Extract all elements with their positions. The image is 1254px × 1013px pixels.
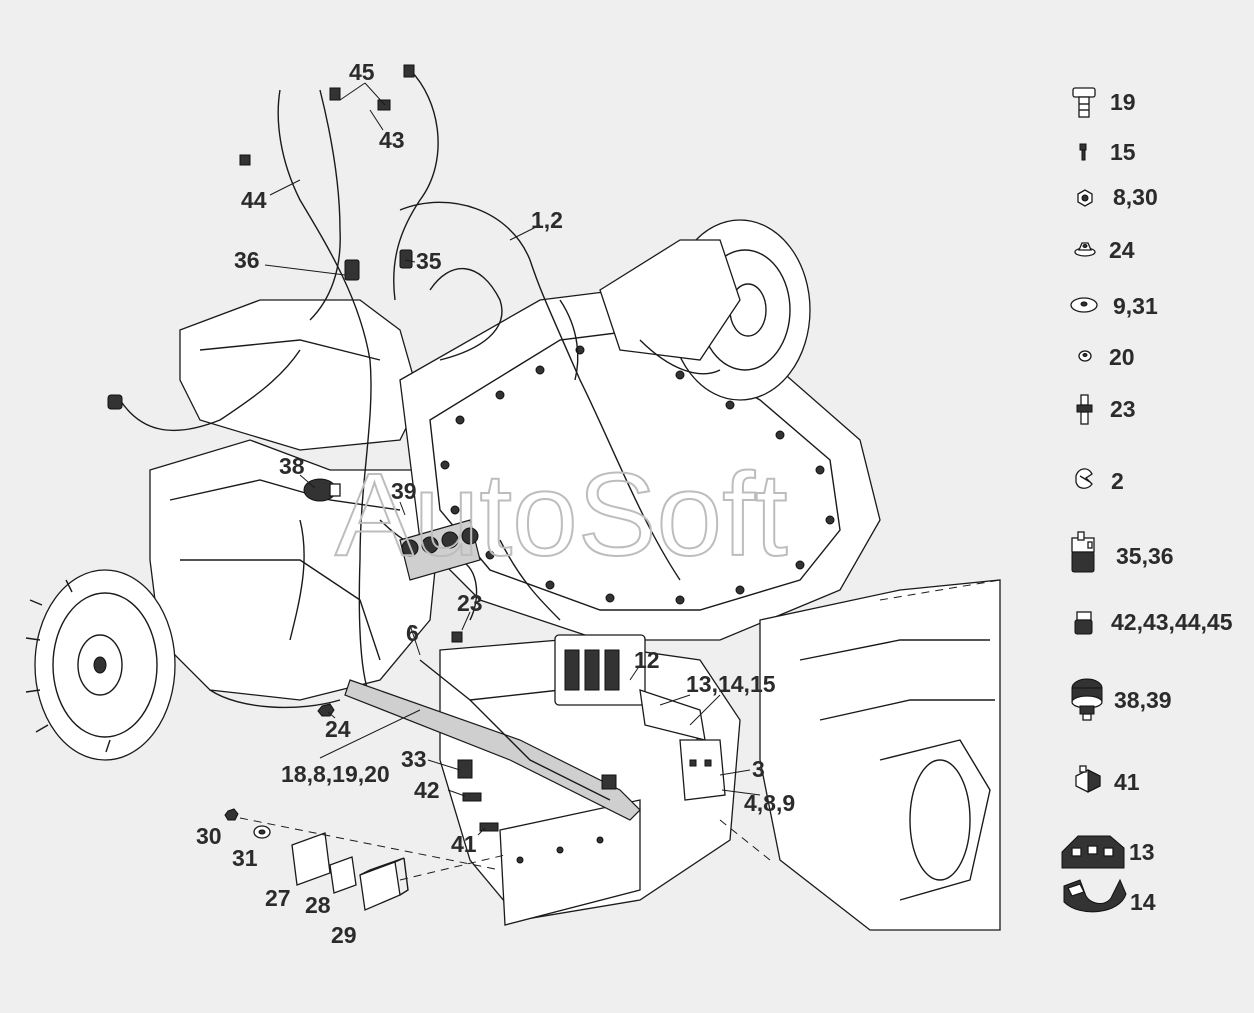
- callout-31: 31: [232, 845, 258, 871]
- relay-35: [399, 249, 413, 269]
- callout-36: 36: [234, 247, 260, 273]
- callout-29: 29: [331, 922, 357, 948]
- callout-1-2: 1,2: [531, 207, 563, 233]
- callout-43: 43: [379, 127, 405, 153]
- legend-label-19: 19: [1110, 89, 1136, 115]
- legend-label-41: 41: [1114, 769, 1140, 795]
- callout-24: 24: [325, 716, 351, 742]
- callout-labels: 45 43 44 1,2 36 35 38 39 23 6 12 13,14,1…: [196, 59, 795, 948]
- legend-label-13: 13: [1129, 839, 1155, 865]
- callout-41: 41: [451, 831, 477, 857]
- right-wheel-hub: [599, 219, 811, 401]
- callout-45: 45: [349, 59, 375, 85]
- callout-13-14-15: 13,14,15: [686, 671, 776, 697]
- flange-nut-icon: [1074, 242, 1096, 257]
- callout-38: 38: [279, 453, 305, 479]
- legend-label-8-30: 8,30: [1113, 184, 1158, 210]
- plug-icon: [1075, 765, 1101, 793]
- bolt-icon: [1072, 87, 1096, 118]
- washer-icon: [1070, 297, 1098, 313]
- left-wheel-hub: [25, 569, 176, 761]
- exploded-bracket-parts: [224, 808, 506, 911]
- clamp-icon: [1063, 878, 1127, 913]
- legend-label-35-36: 35,36: [1116, 543, 1174, 569]
- legend-label-2: 2: [1111, 468, 1124, 494]
- solenoid-valve-block: [554, 634, 706, 741]
- callout-18-8-19-20: 18,8,19,20: [281, 761, 390, 787]
- callout-39: 39: [391, 478, 417, 504]
- legend-label-24: 24: [1109, 237, 1135, 263]
- nut-24: [317, 703, 335, 717]
- watermark-text: AutoSoft: [335, 449, 788, 581]
- callout-23: 23: [457, 590, 483, 616]
- relay-36: [344, 259, 360, 281]
- stud-icon: [1076, 394, 1093, 425]
- connector-icon: [1074, 611, 1093, 635]
- hex-nut-icon: [1077, 189, 1093, 207]
- parts-legend: 19 15 8,30 24 9,31 20: [1061, 87, 1233, 915]
- assembly-drawing: [25, 64, 1001, 931]
- legend-label-42-43-44-45: 42,43,44,45: [1111, 609, 1233, 635]
- legend-label-38-39: 38,39: [1114, 687, 1172, 713]
- callout-44: 44: [241, 187, 267, 213]
- legend-label-20: 20: [1109, 344, 1135, 370]
- relay-icon: [1071, 531, 1095, 573]
- small-nut-icon: [1078, 350, 1092, 362]
- legend-label-15: 15: [1110, 139, 1136, 165]
- leader-lines: [264, 82, 761, 836]
- legend-label-14: 14: [1130, 889, 1156, 915]
- callout-12: 12: [634, 647, 660, 673]
- callout-28: 28: [305, 892, 331, 918]
- callout-42: 42: [414, 777, 440, 803]
- screw-icon: [1079, 143, 1087, 161]
- connector-bundle: [399, 519, 481, 581]
- control-unit-box: [679, 739, 726, 801]
- callout-30: 30: [196, 823, 222, 849]
- callout-35: 35: [416, 248, 442, 274]
- legend-label-23: 23: [1110, 396, 1136, 422]
- pressure-switch-icon: [1071, 678, 1103, 721]
- callout-3: 3: [752, 756, 765, 782]
- callout-27: 27: [265, 885, 291, 911]
- callout-6: 6: [406, 620, 419, 646]
- bracket-icon: [1061, 835, 1125, 869]
- legend-label-9-31: 9,31: [1113, 293, 1158, 319]
- pressure-switch-38: [303, 478, 341, 502]
- callout-4-8-9: 4,8,9: [744, 790, 795, 816]
- callout-33: 33: [401, 746, 427, 772]
- clip-icon: [1075, 468, 1093, 489]
